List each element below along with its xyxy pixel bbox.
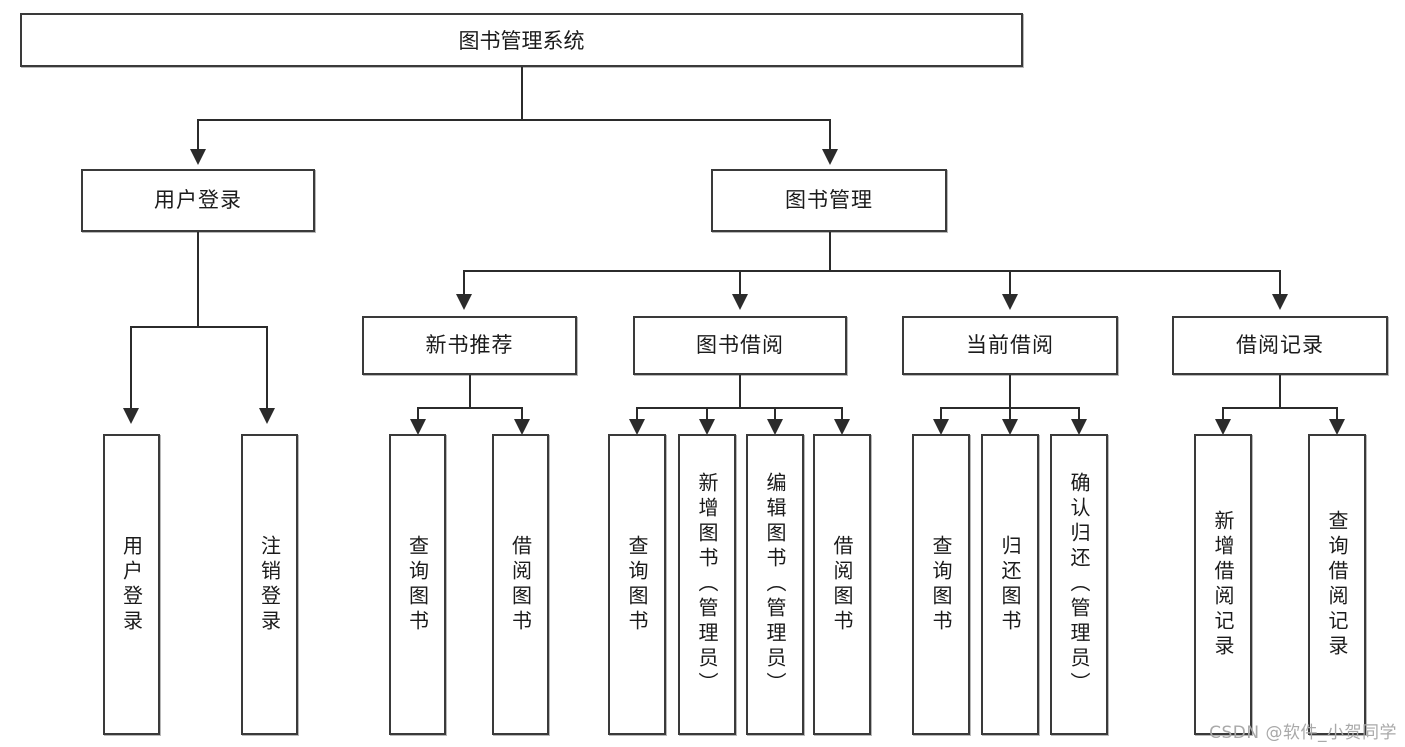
- connector-borrow-record-stem: [1279, 375, 1281, 409]
- node-leaf-confirm-return-admin[interactable]: 确认归还（管理员）: [1050, 434, 1108, 735]
- arrow-bm-to-borrow-record: [1272, 294, 1288, 310]
- connector-book-management-bus: [463, 270, 1281, 272]
- node-leaf-add-book-admin-label: 新增图书（管理员）: [695, 472, 719, 697]
- arrow-bm-to-book-borrow: [732, 294, 748, 310]
- connector-root-to-user-login: [197, 119, 199, 151]
- connector-user-login-stem: [197, 232, 199, 328]
- arrow-bb-to-leaf-3: [834, 419, 850, 435]
- node-leaf-query-book-nb-label: 查询图书: [405, 534, 430, 635]
- connector-user-login-bus: [130, 326, 267, 328]
- node-root-label: 图书管理系统: [458, 29, 585, 53]
- connector-bb-to-leaf-1: [706, 407, 708, 421]
- arrow-br-to-leaf-1: [1329, 419, 1345, 435]
- arrow-root-to-user-login: [190, 149, 206, 165]
- connector-bb-to-leaf-0: [636, 407, 638, 421]
- connector-root-stem: [521, 67, 523, 119]
- watermark-text: CSDN @软件_小贺同学: [1209, 723, 1397, 743]
- arrow-new-book-to-leaf-0: [410, 419, 426, 435]
- node-leaf-add-borrow-record[interactable]: 新增借阅记录: [1194, 434, 1252, 735]
- node-leaf-return-book-label: 归还图书: [998, 534, 1022, 635]
- node-root-book-management-system[interactable]: 图书管理系统: [20, 13, 1023, 67]
- arrow-bb-to-leaf-1: [699, 419, 715, 435]
- arrow-bm-to-current-borrow: [1002, 294, 1018, 310]
- connector-root-bus: [197, 119, 831, 121]
- node-user-login[interactable]: 用户登录: [81, 169, 315, 232]
- connector-book-borrow-bus: [636, 407, 843, 409]
- connector-new-book-bus: [417, 407, 523, 409]
- arrow-bm-to-new-book: [456, 294, 472, 310]
- arrow-root-to-book-management: [822, 149, 838, 165]
- node-leaf-query-book-nb[interactable]: 查询图书: [389, 434, 446, 735]
- arrow-bb-to-leaf-0: [629, 419, 645, 435]
- node-book-management[interactable]: 图书管理: [711, 169, 947, 232]
- arrow-bb-to-leaf-2: [767, 419, 783, 435]
- connector-cb-to-leaf-1: [1009, 407, 1011, 421]
- connector-cb-to-leaf-2: [1078, 407, 1080, 421]
- node-leaf-logout-label: 注销登录: [257, 534, 282, 635]
- node-book-borrow[interactable]: 图书借阅: [633, 316, 847, 375]
- node-leaf-edit-book-admin[interactable]: 编辑图书（管理员）: [746, 434, 804, 735]
- connector-book-management-stem: [829, 232, 831, 272]
- node-leaf-query-borrow-record-label: 查询借阅记录: [1325, 509, 1349, 660]
- node-leaf-borrow-book-bb-label: 借阅图书: [830, 534, 854, 635]
- connector-bm-to-new-book: [463, 270, 465, 296]
- arrow-cb-to-leaf-2: [1071, 419, 1087, 435]
- connector-cb-to-leaf-0: [940, 407, 942, 421]
- node-leaf-user-login-label: 用户登录: [119, 534, 144, 635]
- connector-bm-to-book-borrow: [739, 270, 741, 296]
- connector-user-login-to-leaf-1: [266, 326, 268, 410]
- connector-borrow-record-bus: [1222, 407, 1338, 409]
- connector-book-borrow-stem: [739, 375, 741, 409]
- node-leaf-edit-book-admin-label: 编辑图书（管理员）: [763, 472, 787, 697]
- arrow-user-login-to-leaf-1: [259, 408, 275, 424]
- arrow-cb-to-leaf-1: [1002, 419, 1018, 435]
- node-leaf-add-borrow-record-label: 新增借阅记录: [1211, 509, 1235, 660]
- connector-br-to-leaf-1: [1336, 407, 1338, 421]
- connector-bm-to-current-borrow: [1009, 270, 1011, 296]
- node-current-borrow[interactable]: 当前借阅: [902, 316, 1118, 375]
- node-new-book-recommend[interactable]: 新书推荐: [362, 316, 577, 375]
- node-leaf-user-login[interactable]: 用户登录: [103, 434, 160, 735]
- arrow-br-to-leaf-0: [1215, 419, 1231, 435]
- connector-new-book-to-leaf-1: [521, 407, 523, 421]
- connector-new-book-stem: [469, 375, 471, 409]
- node-new-book-recommend-label: 新书推荐: [425, 332, 514, 357]
- node-borrow-record[interactable]: 借阅记录: [1172, 316, 1388, 375]
- node-leaf-confirm-return-admin-label: 确认归还（管理员）: [1067, 472, 1091, 697]
- node-user-login-label: 用户登录: [154, 187, 242, 212]
- node-leaf-add-book-admin[interactable]: 新增图书（管理员）: [678, 434, 736, 735]
- node-leaf-borrow-book-nb-label: 借阅图书: [508, 534, 533, 635]
- connector-current-borrow-stem: [1009, 375, 1011, 409]
- arrow-new-book-to-leaf-1: [514, 419, 530, 435]
- node-leaf-query-borrow-record[interactable]: 查询借阅记录: [1308, 434, 1366, 735]
- node-borrow-record-label: 借阅记录: [1236, 332, 1324, 357]
- connector-bm-to-borrow-record: [1279, 270, 1281, 296]
- node-leaf-return-book[interactable]: 归还图书: [981, 434, 1039, 735]
- node-current-borrow-label: 当前借阅: [966, 332, 1054, 357]
- node-leaf-borrow-book-nb[interactable]: 借阅图书: [492, 434, 549, 735]
- node-leaf-logout[interactable]: 注销登录: [241, 434, 298, 735]
- node-leaf-query-book-cb-label: 查询图书: [929, 534, 953, 635]
- arrow-cb-to-leaf-0: [933, 419, 949, 435]
- node-leaf-query-book-bb-label: 查询图书: [625, 534, 649, 635]
- connector-root-to-book-management: [829, 119, 831, 151]
- node-book-borrow-label: 图书借阅: [696, 332, 784, 357]
- connector-new-book-to-leaf-0: [417, 407, 419, 421]
- node-leaf-borrow-book-bb[interactable]: 借阅图书: [813, 434, 871, 735]
- node-leaf-query-book-cb[interactable]: 查询图书: [912, 434, 970, 735]
- connector-user-login-to-leaf-0: [130, 326, 132, 410]
- arrow-user-login-to-leaf-0: [123, 408, 139, 424]
- connector-bb-to-leaf-2: [774, 407, 776, 421]
- node-leaf-query-book-bb[interactable]: 查询图书: [608, 434, 666, 735]
- connector-bb-to-leaf-3: [841, 407, 843, 421]
- connector-br-to-leaf-0: [1222, 407, 1224, 421]
- node-book-management-label: 图书管理: [785, 187, 873, 212]
